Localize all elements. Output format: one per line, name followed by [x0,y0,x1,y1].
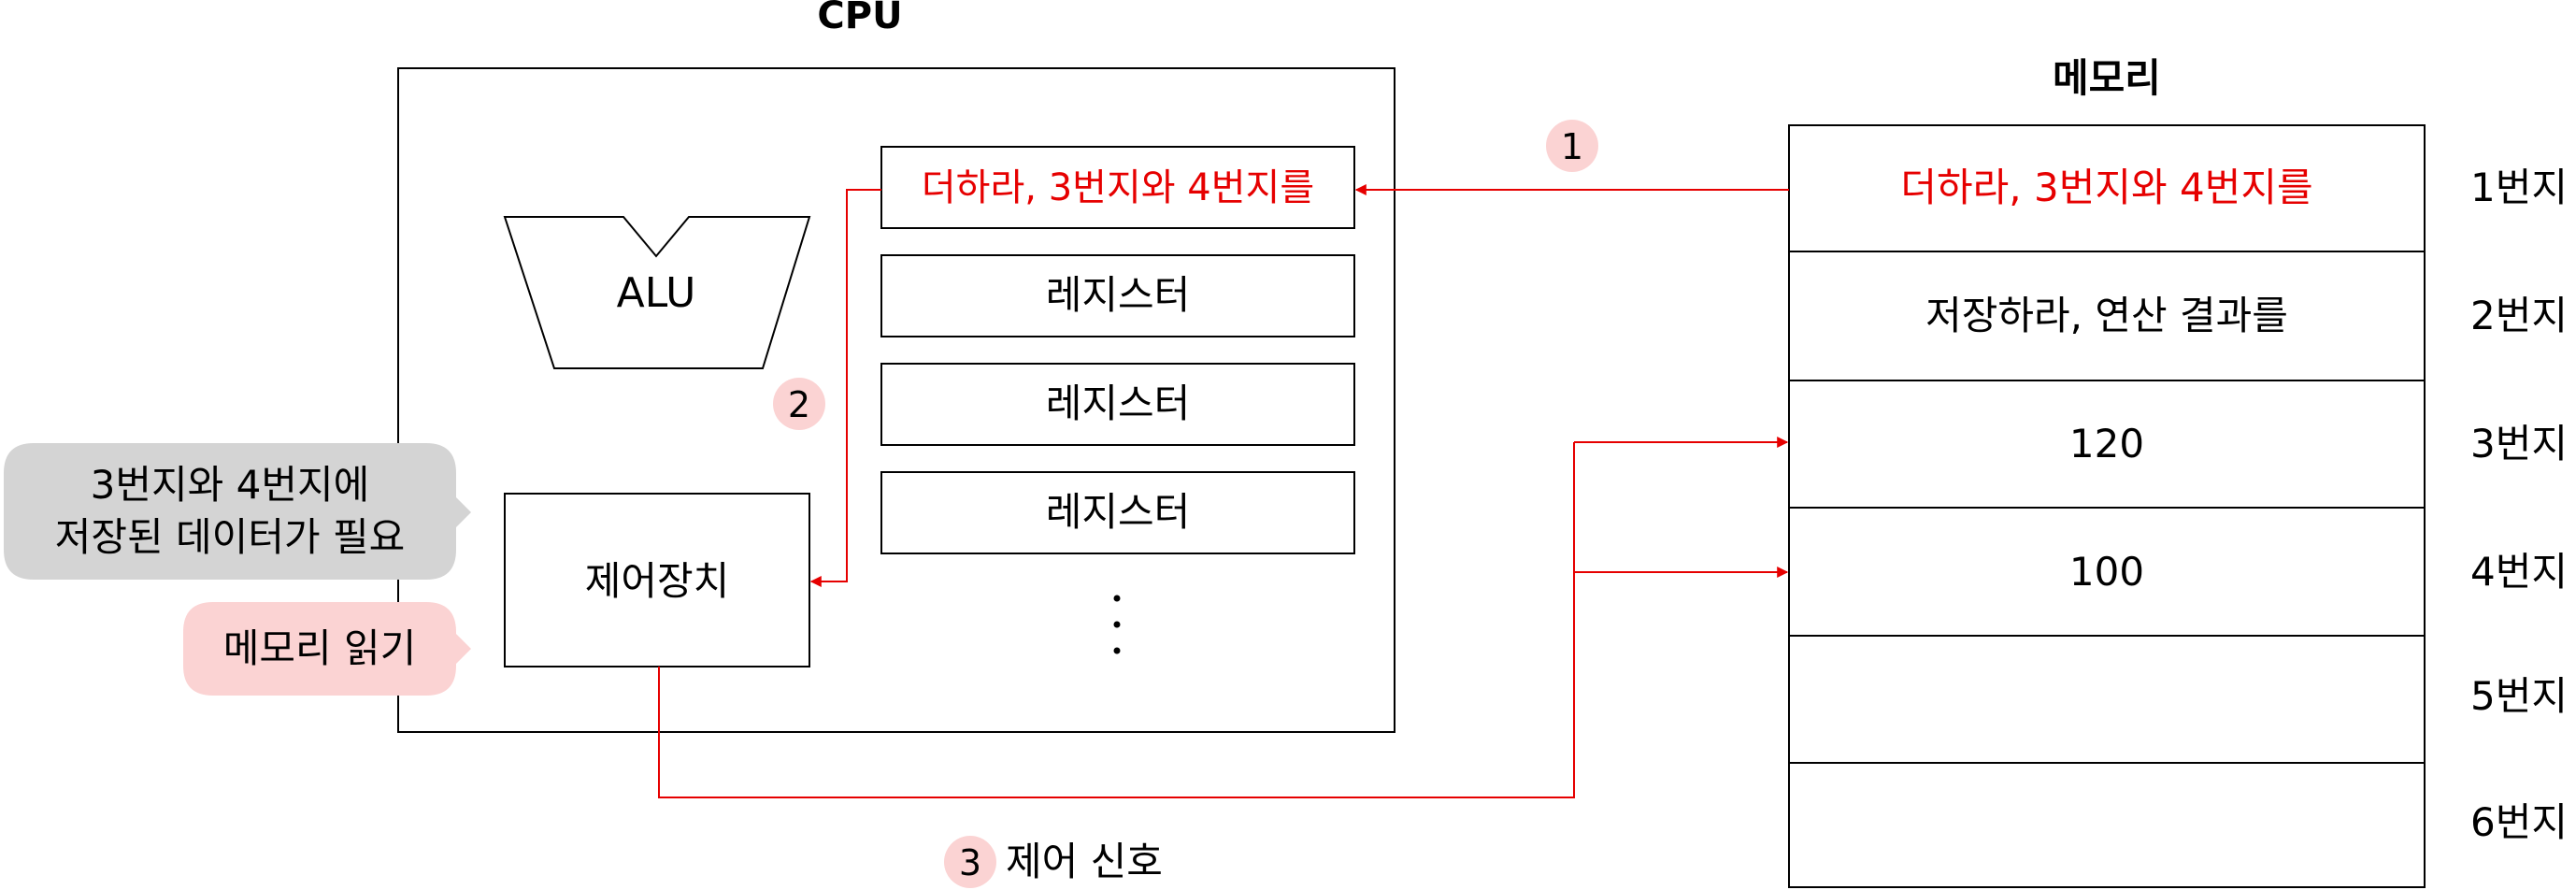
instruction-register-box [880,146,1355,229]
register-box [880,254,1355,337]
memory-cell-content: 더하라, 3번지와 4번지를 [1900,165,2312,210]
memory-address-label: 4번지 [2470,549,2568,595]
need-data-callout [4,443,471,580]
control-unit-label: 제어장치 [585,558,730,604]
register-label: 레지스터 [1046,489,1191,535]
read-memory-callout [183,602,471,696]
memory-cell-content: 저장하라, 연산 결과를 [1925,293,2288,338]
control-signal-label: 제어 신호 [1006,839,1163,884]
read-memory-text: 메모리 읽기 [223,625,417,671]
instruction-register-text: 더하라, 3번지와 4번지를 [922,166,1314,209]
step-number: 2 [788,384,810,425]
step-badge [1546,120,1598,172]
step-number: 3 [959,842,981,883]
memory-address-label: 3번지 [2470,421,2568,467]
cpu-box [397,67,1395,733]
control-signal-line [658,442,1575,798]
memory-address-label: 5번지 [2470,673,2568,719]
cpu-title: CPU [817,0,902,37]
memory-title: 메모리 [2053,55,2161,101]
register-ellipsis [1113,595,1121,654]
register-label: 레지스터 [1046,380,1191,426]
memory-cell-content: 100 [2069,549,2144,595]
memory-address-label: 6번지 [2470,799,2568,845]
alu-shape [503,216,811,369]
register-box [880,471,1355,554]
control-unit-box [504,493,810,668]
memory-cell-content: 120 [2069,421,2144,467]
step-badge [944,836,996,888]
need-data-line1: 3번지와 4번지에 [91,462,370,508]
alu-label: ALU [617,269,696,317]
register-box [880,363,1355,446]
step-number: 1 [1561,126,1583,167]
memory-table [1788,124,2426,888]
need-data-line2: 저장된 데이터가 필요 [55,514,405,560]
step-badge [773,378,825,430]
register-label: 레지스터 [1046,272,1191,318]
decode-arrow [809,189,881,587]
memory-address-label: 2번지 [2470,293,2568,338]
memory-address-label: 1번지 [2470,165,2568,210]
